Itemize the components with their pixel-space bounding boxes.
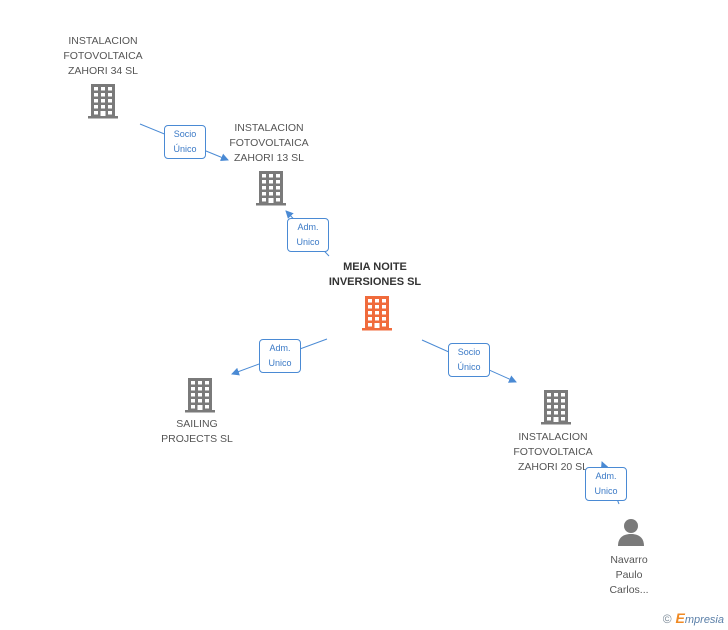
node-label-sailing[interactable]: SAILING PROJECTS SL bbox=[161, 418, 233, 445]
building-icon[interactable] bbox=[184, 377, 216, 418]
node-label-meianoite[interactable]: MEIA NOITE INVERSIONES SL bbox=[328, 261, 422, 288]
edge-label-navarro-zahori20[interactable]: Adm. Unico bbox=[585, 467, 627, 501]
building-icon[interactable] bbox=[255, 170, 287, 211]
person-icon[interactable] bbox=[616, 517, 646, 552]
building-icon[interactable] bbox=[540, 389, 572, 430]
edge-label-zahori34-zahori13[interactable]: Socio Único bbox=[164, 125, 206, 159]
empresia-watermark: ©Empresia bbox=[663, 610, 724, 626]
node-label-zahori20[interactable]: INSTALACION FOTOVOLTAICA ZAHORI 20 SL bbox=[513, 430, 593, 473]
node-label-zahori34[interactable]: INSTALACION FOTOVOLTAICA ZAHORI 34 SL bbox=[63, 34, 143, 77]
edge-label-meianoite-sailing[interactable]: Adm. Unico bbox=[259, 339, 301, 373]
node-label-zahori13[interactable]: INSTALACION FOTOVOLTAICA ZAHORI 13 SL bbox=[229, 121, 309, 164]
brand-name: mpresia bbox=[684, 614, 724, 626]
edge-label-meianoite-zahori20[interactable]: Socio Único bbox=[448, 343, 490, 377]
copyright-symbol: © bbox=[662, 612, 672, 626]
edge-label-meianoite-zahori13[interactable]: Adm. Unico bbox=[287, 218, 329, 252]
building-icon[interactable] bbox=[361, 295, 393, 336]
node-label-navarro[interactable]: Navarro Paulo Carlos... bbox=[609, 553, 649, 596]
building-icon[interactable] bbox=[87, 83, 119, 124]
brand-initial: E bbox=[675, 610, 685, 626]
